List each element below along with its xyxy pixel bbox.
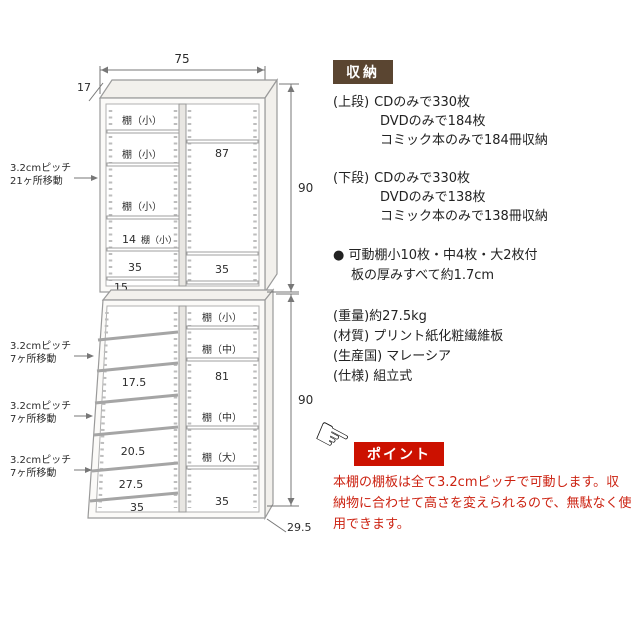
pitch-3-line2: 7ヶ所移動: [10, 412, 56, 425]
upper-shelf-small-label-3: 棚（小）: [122, 200, 162, 213]
lower-gap-35-right: 35: [215, 495, 229, 508]
upper-height-87: 87: [215, 147, 229, 160]
upper-gap-35-right: 35: [215, 263, 229, 276]
upper-shelf-small-label-4: 棚（小）: [141, 234, 177, 246]
upper-storage-comic: コミック本のみで184冊収納: [380, 133, 548, 148]
movable-shelf-line1: ● 可動棚小10枚・中4枚・大2枚付: [333, 248, 538, 263]
lower-shelf-small-label: 棚（小）: [202, 311, 242, 324]
upper-storage-cd: CDのみで330枚: [374, 95, 471, 110]
dimension-lower-height: 90: [267, 293, 313, 507]
lower-gap-20-5: 20.5: [121, 445, 146, 458]
dim-base-depth-label: 29.5: [287, 521, 312, 534]
dim-lower-height-label: 90: [298, 393, 313, 407]
spec-material: (材質) プリント紙化粧繊維板: [333, 329, 504, 344]
pitch-2-line1: 3.2cmピッチ: [10, 340, 71, 352]
lower-shelf-mid-label-1: 棚（中）: [202, 343, 242, 356]
dimension-base-depth: 29.5: [266, 518, 312, 534]
upper-gap-14: 14: [122, 233, 136, 246]
lower-gap-35-left: 35: [130, 501, 144, 514]
spec-country: (生産国) マレーシア: [333, 349, 452, 364]
lower-segment-label: (下段): [333, 171, 370, 186]
lower-storage-info: (下段) CDのみで330枚 DVDのみで138枚 コミック本のみで138冊収納: [333, 169, 548, 226]
pitch-1-line1: 3.2cmピッチ: [10, 162, 71, 174]
pitch-3-line1: 3.2cmピッチ: [10, 400, 71, 412]
pitch-4-line2: 7ヶ所移動: [10, 466, 56, 479]
spec-list: (重量)約27.5kg (材質) プリント紙化粧繊維板 (生産国) マレーシア …: [333, 307, 503, 387]
dim-upper-height-label: 90: [298, 181, 313, 195]
movable-shelf-line2: 板の厚みすべて約1.7cm: [351, 268, 495, 283]
furniture-diagram: 75 17 棚（小） 棚（小） 87: [10, 52, 313, 534]
lower-storage-comic: コミック本のみで138冊収納: [380, 209, 548, 224]
pitch-1-line2: 21ヶ所移動: [10, 174, 63, 187]
pitch-annotation-3: 3.2cmピッチ 7ヶ所移動: [10, 400, 93, 425]
spec-assembly: (仕様) 組立式: [333, 369, 413, 384]
spec-weight: (重量)約27.5kg: [333, 309, 427, 324]
point-description: 本棚の棚板は全て3.2cmピッチで可動します。収納物に合わせて高さを変えられるの…: [333, 475, 632, 532]
upper-storage-line1: (上段) CDのみで330枚: [333, 93, 548, 112]
dim-width-label: 75: [174, 52, 189, 66]
pitch-4-line1: 3.2cmピッチ: [10, 454, 71, 466]
lower-gap-17-5: 17.5: [122, 376, 147, 389]
cabinet-upper-unit: 棚（小） 棚（小） 87 棚（小） 14 棚（小） 35 35 15: [98, 78, 279, 294]
upper-storage-info: (上段) CDのみで330枚 DVDのみで184枚 コミック本のみで184冊収納: [333, 93, 548, 150]
pitch-2-line2: 7ヶ所移動: [10, 352, 56, 365]
lower-shelf-mid-label-2: 棚（中）: [202, 411, 242, 424]
lower-shelf-large-label: 棚（大）: [202, 451, 242, 464]
upper-shelf-small-label-1: 棚（小）: [122, 114, 162, 127]
dimension-upper-height: 90: [267, 83, 313, 293]
lower-storage-dvd: DVDのみで138枚: [380, 190, 486, 205]
lower-gap-27-5: 27.5: [119, 478, 144, 491]
upper-storage-dvd: DVDのみで184枚: [380, 114, 486, 129]
storage-section-header: 収納: [333, 60, 393, 84]
pitch-annotation-4: 3.2cmピッチ 7ヶ所移動: [10, 454, 92, 479]
upper-segment-label: (上段): [333, 95, 370, 110]
lower-storage-cd: CDのみで330枚: [374, 171, 471, 186]
lower-height-81: 81: [215, 370, 229, 383]
cabinet-lower-unit: 棚（小） 棚（中） 17.5 81 棚（中） 20.5 棚（大） 27.5 35…: [87, 288, 275, 521]
movable-shelf-note: ● 可動棚小10枚・中4枚・大2枚付 板の厚みすべて約1.7cm: [333, 246, 538, 286]
upper-shelf-small-label-2: 棚（小）: [122, 148, 162, 161]
pitch-annotation-1: 3.2cmピッチ 21ヶ所移動: [10, 162, 98, 187]
upper-gap-35-left: 35: [128, 261, 142, 274]
dim-depth-label: 17: [77, 81, 91, 94]
lower-storage-line1: (下段) CDのみで330枚: [333, 169, 548, 188]
pitch-annotation-2: 3.2cmピッチ 7ヶ所移動: [10, 340, 94, 365]
dimension-depth-top: 17: [77, 81, 104, 102]
point-section-header: ポイント: [354, 442, 444, 466]
